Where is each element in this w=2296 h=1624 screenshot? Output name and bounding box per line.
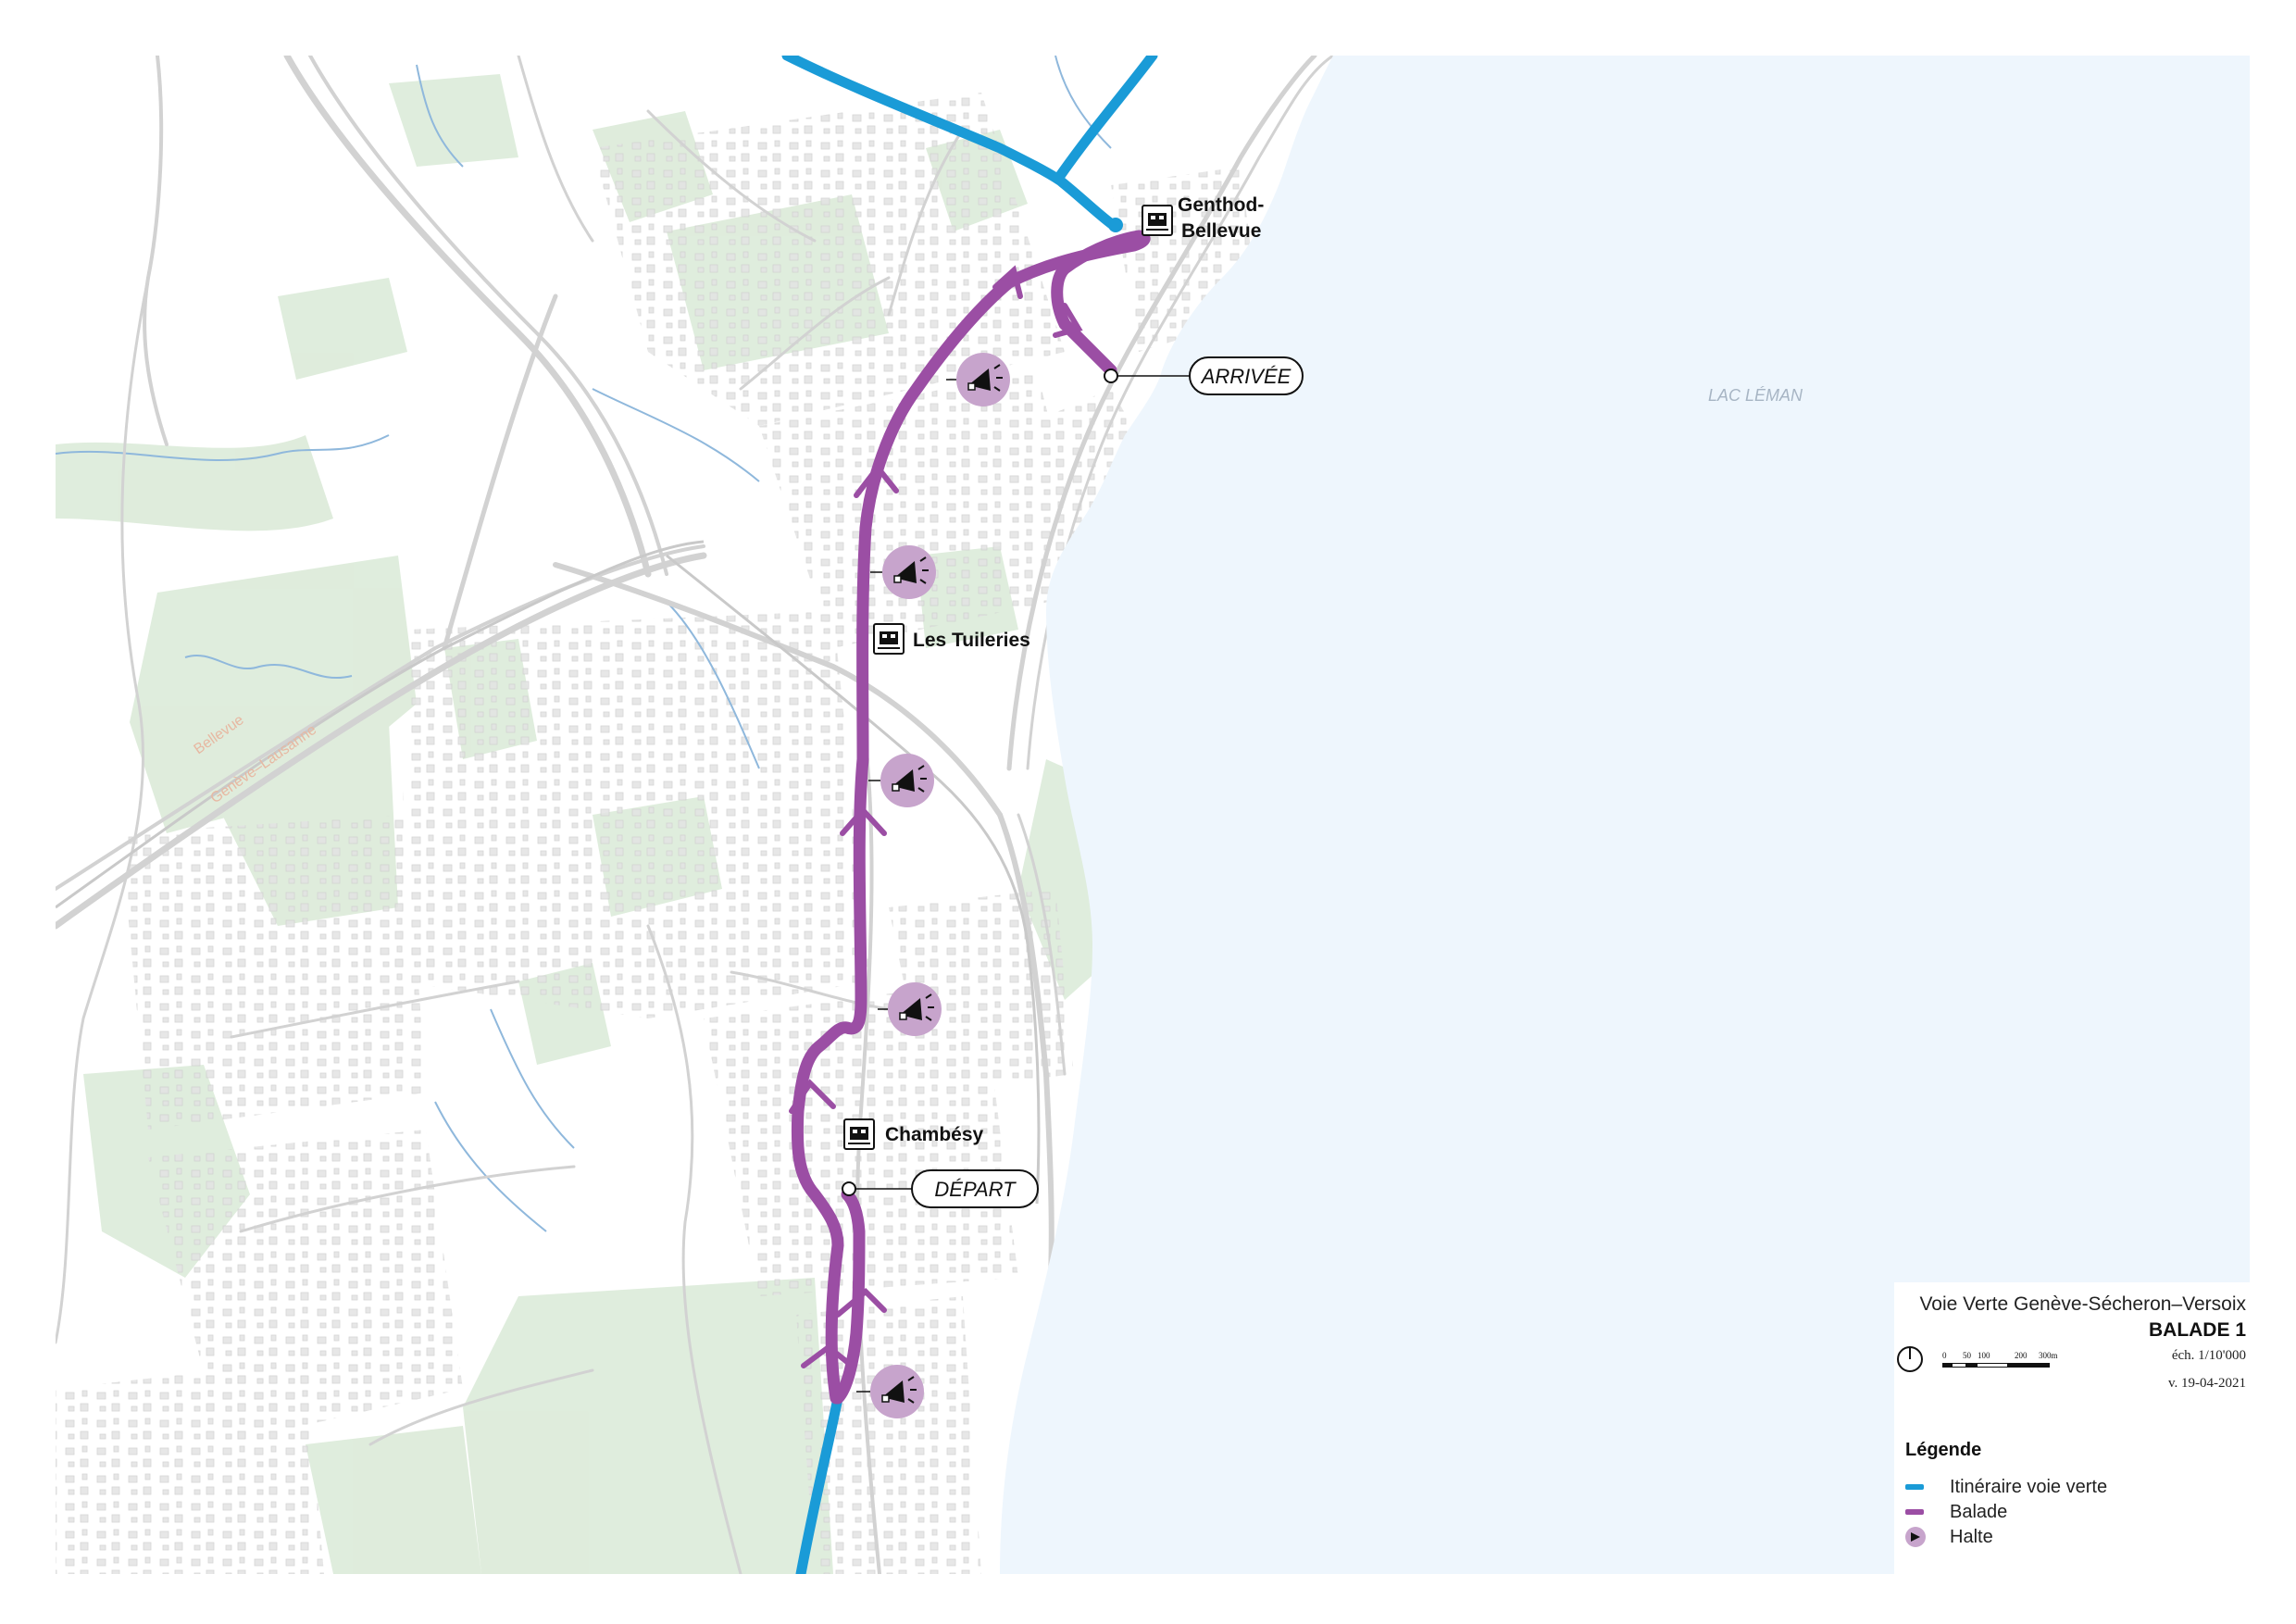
scale-tick-0: 0 — [1942, 1351, 1947, 1360]
balade-swatch — [1905, 1509, 1924, 1515]
version-date: v. 19-04-2021 — [2167, 1376, 2246, 1391]
halte-icon — [888, 982, 942, 1036]
legend-item-halte: Halte — [1905, 1525, 1993, 1549]
voie-verte-route — [781, 56, 1158, 1574]
scale-tick-200: 200 — [2015, 1351, 2028, 1360]
scale-tick-50: 50 — [1963, 1351, 1972, 1360]
halte-icon — [882, 545, 936, 599]
map-title: Voie Verte Genève-Sécheron–Versoix — [1919, 1293, 2246, 1315]
legend-label-balade: Balade — [1950, 1501, 2008, 1522]
lake — [1000, 56, 2250, 1574]
roads — [56, 56, 1335, 1574]
streams — [56, 56, 1112, 1232]
train-station-icon — [873, 623, 905, 655]
arrivee-label: ARRIVÉE — [1200, 365, 1292, 388]
scale-bar: 0 50 100 200 300m — [1942, 1351, 2058, 1368]
station-markers — [843, 205, 1173, 1150]
depart-label: DÉPART — [934, 1178, 1017, 1201]
map-subtitle: BALADE 1 — [2148, 1319, 2246, 1341]
station-label-genthod-line2: Bellevue — [1181, 220, 1261, 242]
halte-icon — [880, 754, 934, 807]
legend-item-voie-verte: Itinéraire voie verte — [1905, 1475, 2107, 1499]
legend-label-voie-verte: Itinéraire voie verte — [1950, 1476, 2108, 1497]
halte-icon — [956, 353, 1010, 406]
lake-label: LAC LÉMAN — [1708, 386, 1803, 405]
halte-markers — [856, 353, 1010, 1418]
station-label-genthod-line1: Genthod- — [1178, 194, 1264, 216]
halte-icon — [870, 1365, 924, 1418]
arrivee-callout: ARRIVÉE — [1104, 356, 1304, 395]
direction-arrows — [789, 265, 1083, 1368]
train-station-icon — [1142, 205, 1173, 236]
station-label-chambesy: Chambésy — [885, 1124, 984, 1145]
halte-legend-icon — [1905, 1527, 1926, 1547]
train-station-icon — [843, 1118, 875, 1150]
scale-tick-100: 100 — [1978, 1351, 1990, 1360]
station-label-tuileries: Les Tuileries — [913, 630, 1030, 651]
map-info-panel: Voie Verte Genève-Sécheron–Versoix BALAD… — [1894, 1282, 2255, 1574]
balade-route — [791, 230, 1151, 1405]
scale-text: éch. 1/10'000 — [2171, 1348, 2246, 1363]
legend-title: Légende — [1905, 1440, 1982, 1460]
voie-verte-junction — [1108, 218, 1123, 232]
legend-label-halte: Halte — [1950, 1526, 1993, 1547]
voie-verte-swatch — [1905, 1484, 1924, 1490]
legend-item-balade: Balade — [1905, 1500, 2007, 1524]
scale-tick-300: 300m — [2039, 1351, 2058, 1360]
north-arrow-icon — [1897, 1346, 1923, 1372]
depart-callout: DÉPART — [842, 1169, 1039, 1208]
